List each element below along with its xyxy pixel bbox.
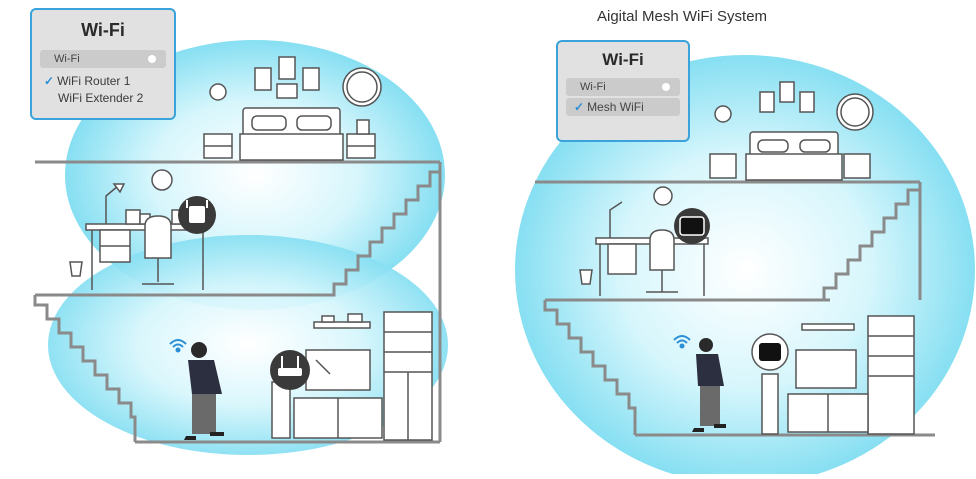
- left-living-room: [271, 311, 433, 441]
- office-chair: [144, 215, 172, 259]
- left-network-label: WiFi Router 1: [57, 74, 131, 88]
- wall-clock: [209, 83, 227, 101]
- toggle-dot-icon[interactable]: [148, 55, 156, 63]
- desk-lamp: [105, 185, 119, 224]
- tv-screen: [305, 349, 371, 391]
- left-network-item[interactable]: WiFi Extender 2: [58, 91, 143, 105]
- bed-base: [239, 133, 344, 161]
- right-wifi-toggle-row[interactable]: Wi-Fi: [566, 78, 680, 96]
- pillow-left: [251, 115, 287, 131]
- right-network-label: Mesh WiFi: [587, 100, 644, 114]
- plant-pedestal: [271, 381, 291, 439]
- wastebasket: [69, 261, 83, 277]
- left-lower-stairs: [33, 295, 137, 442]
- check-icon: ✓: [44, 74, 55, 88]
- left-network-label: WiFi Extender 2: [58, 91, 144, 105]
- left-house: [33, 160, 442, 444]
- right-house: [535, 180, 935, 437]
- mesh-node-icon: [674, 208, 710, 244]
- left-wifi-toggle-label: Wi-Fi: [54, 53, 80, 65]
- left-network-item[interactable]: ✓WiFi Router 1: [44, 74, 130, 88]
- right-upper-stairs: [822, 188, 920, 300]
- right-living-room: [761, 315, 915, 435]
- frame-4: [276, 83, 298, 99]
- left-wifi-toggle-row[interactable]: Wi-Fi: [40, 50, 166, 68]
- left-upper-stairs: [320, 170, 440, 297]
- right-wifi-title: Wi-Fi: [602, 50, 644, 69]
- frame-1: [254, 67, 272, 91]
- left-bedroom: [203, 56, 382, 161]
- frame-2: [278, 56, 296, 80]
- left-person: [184, 342, 224, 440]
- wifi-icon: [169, 339, 187, 353]
- right-lower-stairs: [543, 300, 637, 435]
- right-person: [692, 338, 726, 432]
- right-office: [579, 186, 709, 296]
- toggle-dot-icon[interactable]: [662, 83, 670, 91]
- right-wifi-panel: Wi-Fi Wi-Fi ✓Mesh WiFi: [556, 40, 690, 142]
- pillow-right: [296, 115, 332, 131]
- left-wifi-title: Wi-Fi: [81, 20, 125, 40]
- wifi-icon-right: [673, 335, 691, 349]
- photo-frame: [356, 119, 370, 135]
- check-icon: ✓: [574, 100, 585, 114]
- office-clock: [151, 169, 173, 191]
- right-network-item[interactable]: ✓Mesh WiFi: [566, 98, 680, 116]
- right-bedroom: [709, 81, 874, 181]
- left-wifi-panel: Wi-Fi Wi-Fi ✓WiFi Router 1 WiFi Extender…: [30, 8, 176, 120]
- router-icon: [270, 350, 310, 390]
- right-wifi-toggle-label: Wi-Fi: [580, 81, 606, 93]
- extender-icon: [178, 196, 216, 234]
- wall-shelf: [313, 321, 371, 329]
- mesh-node-icon-living: [751, 333, 789, 371]
- book-stack: [125, 209, 141, 225]
- frame-3: [302, 67, 320, 91]
- headline: Aigital Mesh WiFi System: [597, 8, 768, 25]
